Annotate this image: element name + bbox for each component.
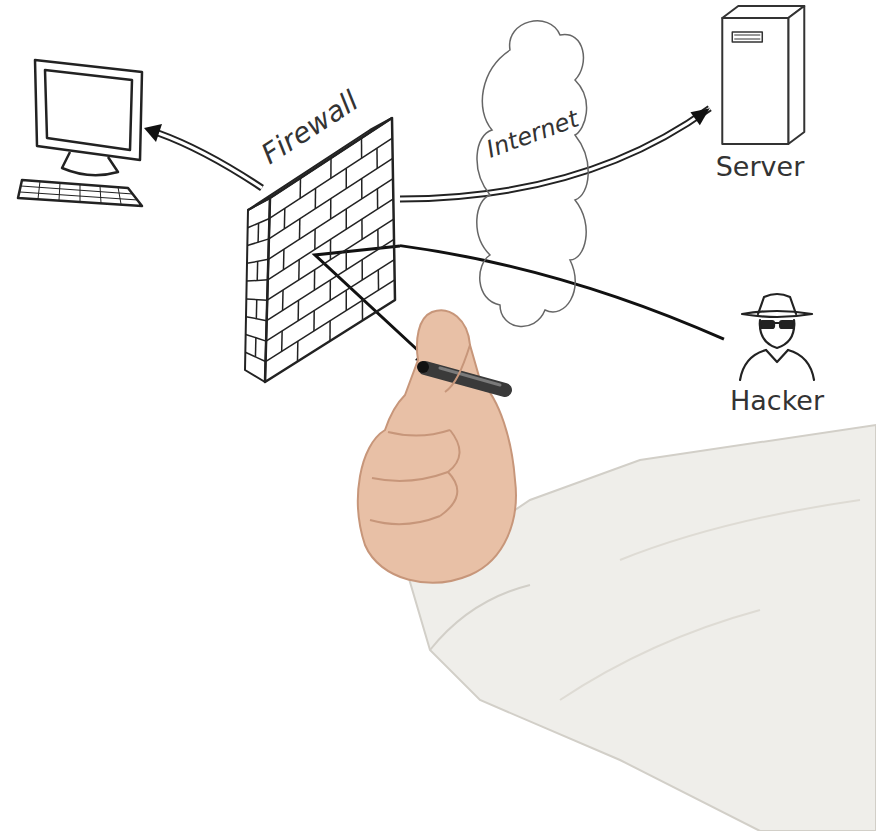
internet-cloud: Internet xyxy=(470,10,595,340)
allowed-arrow xyxy=(144,124,262,188)
node-label: Server xyxy=(716,151,805,182)
node-label: Internet xyxy=(483,106,582,165)
computer-icon xyxy=(18,60,142,206)
cloud-outline xyxy=(470,10,595,340)
hacker-icon: Hacker xyxy=(724,290,830,419)
node-label: Firewall xyxy=(256,85,364,171)
firewall-wall: Firewall xyxy=(240,60,400,385)
node-label: Hacker xyxy=(730,385,824,416)
server-icon: Server xyxy=(710,2,811,185)
hand xyxy=(358,310,516,582)
hacker-figure xyxy=(724,290,830,382)
connector xyxy=(400,246,724,340)
server-figure xyxy=(710,2,811,148)
